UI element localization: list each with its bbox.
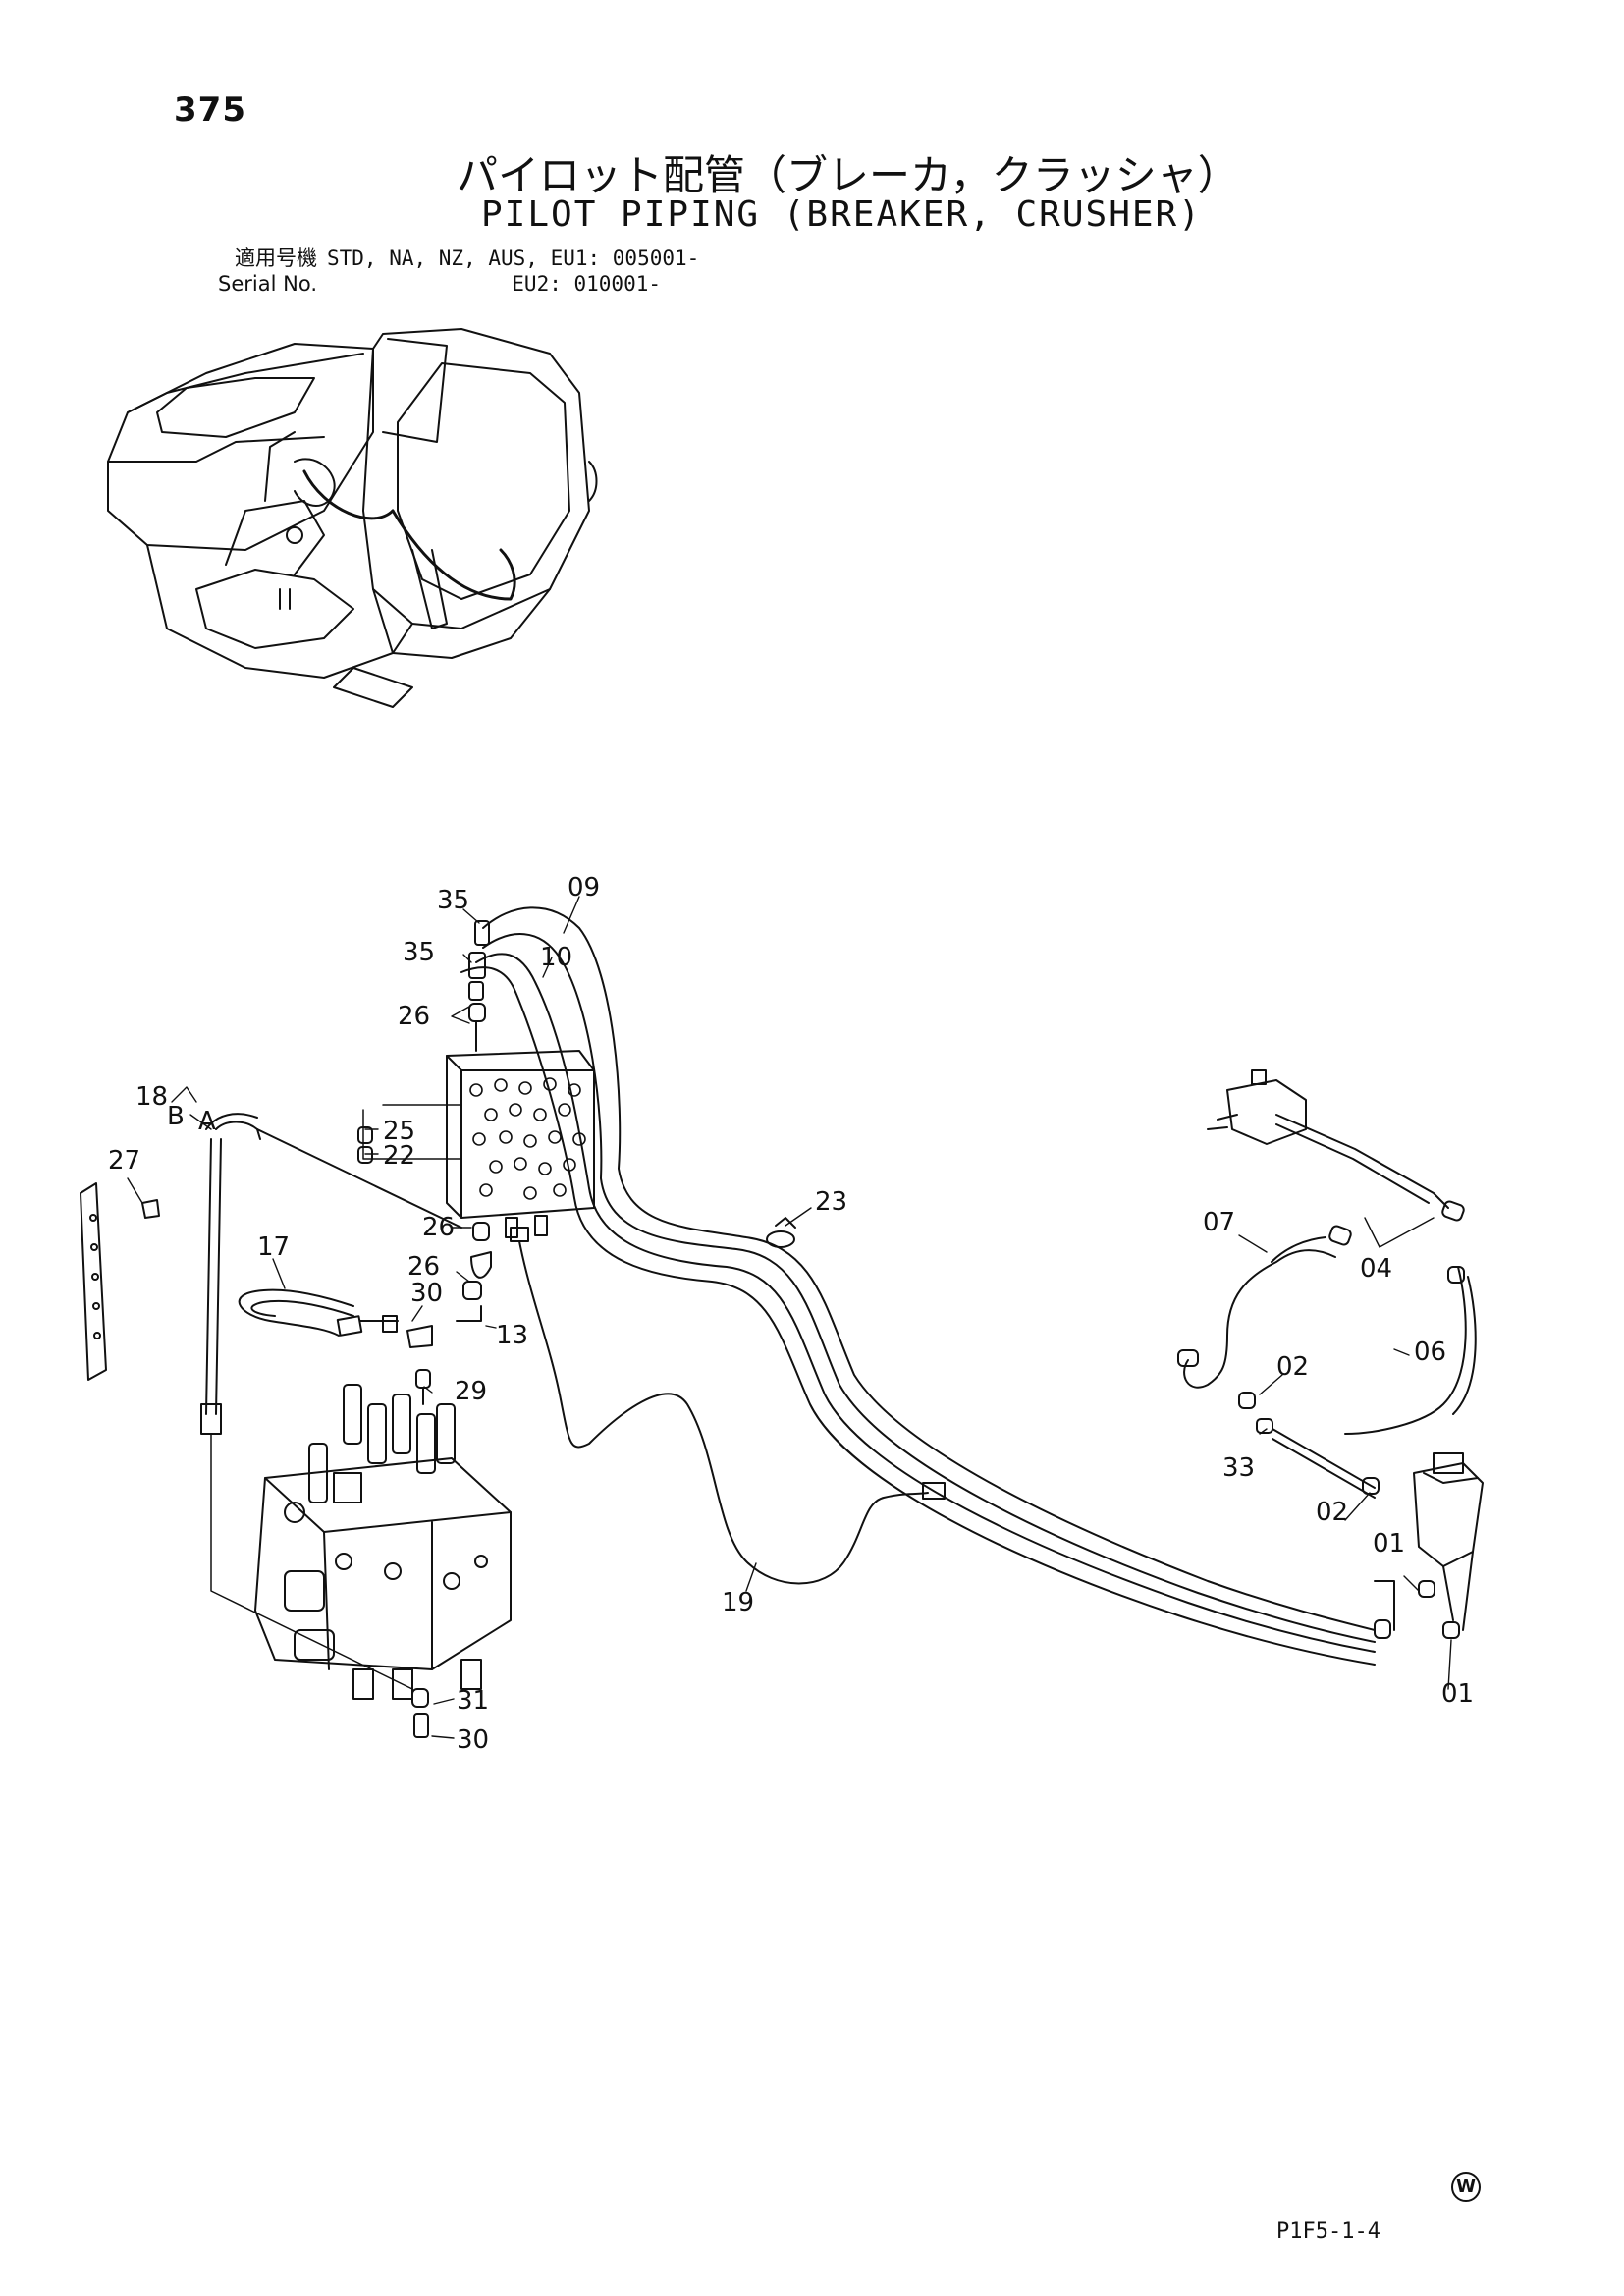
callout-25: 25 <box>383 1117 415 1146</box>
callout-09: 09 <box>568 873 600 902</box>
leader-lines <box>127 896 1452 1739</box>
callout-B: B <box>167 1102 185 1131</box>
serial-applicability-block: 適用号機 STD, NA, NZ, AUS, EU1: 005001- Seria… <box>175 246 700 297</box>
document-code: P1F5-1-4 <box>1276 2219 1380 2244</box>
serial-range-1: STD, NA, NZ, AUS, EU1: 005001- <box>327 246 700 270</box>
callout-23: 23 <box>815 1187 847 1217</box>
page-number: 375 <box>174 90 246 130</box>
callout-04: 04 <box>1360 1254 1392 1284</box>
callout-02-upper: 02 <box>1276 1352 1309 1382</box>
callout-29: 29 <box>455 1377 487 1406</box>
callout-19: 19 <box>722 1588 754 1617</box>
callout-02-lower: 02 <box>1316 1498 1348 1527</box>
pilot-valve-block <box>446 1050 595 1238</box>
callout-07: 07 <box>1203 1208 1235 1237</box>
hose-18 <box>200 1113 462 1690</box>
callout-26-middle: 26 <box>422 1213 455 1242</box>
top-fitting-stack <box>468 920 490 1052</box>
callout-A: A <box>198 1107 216 1136</box>
callout-22: 22 <box>383 1141 415 1171</box>
callout-27: 27 <box>108 1146 140 1175</box>
control-valve <box>254 1384 512 1700</box>
callout-18: 18 <box>135 1082 168 1112</box>
electric-harness-19 <box>510 1227 946 1585</box>
callout-26-top: 26 <box>398 1002 430 1031</box>
callout-01-lower: 01 <box>1441 1679 1474 1709</box>
callout-10: 10 <box>540 943 572 972</box>
page-title-japanese: パイロット配管（ブレーカ，クラッシャ） <box>457 151 1239 199</box>
page-title-english: PILOT PIPING (BREAKER, CRUSHER) <box>481 194 1202 235</box>
serial-row-1: 適用号機 STD, NA, NZ, AUS, EU1: 005001- <box>175 246 700 271</box>
excavator-overview-illustration <box>107 328 598 708</box>
hose-07 <box>1183 1249 1336 1389</box>
callout-26-lower: 26 <box>407 1252 440 1282</box>
callout-35-upper: 35 <box>437 886 469 915</box>
w-mark-symbol: W <box>1451 2172 1481 2202</box>
callout-35-lower: 35 <box>403 938 435 967</box>
right-lower-valve <box>1413 1452 1484 1631</box>
callout-30-upper: 30 <box>410 1279 443 1308</box>
serial-label-japanese: 適用号機 <box>235 246 317 270</box>
serial-row-2: Serial No. EU2: 010001- <box>175 271 661 297</box>
callout-01-upper: 01 <box>1373 1529 1405 1558</box>
hoses-09-10 <box>460 906 1376 1666</box>
callout-33: 33 <box>1222 1453 1255 1483</box>
callout-labels: 35 09 35 10 26 18 A B 27 25 22 26 17 26 … <box>108 873 1474 1755</box>
callout-13: 13 <box>496 1321 528 1350</box>
serial-range-2: EU2: 010001- <box>512 272 661 296</box>
callout-31: 31 <box>457 1686 489 1716</box>
callout-06: 06 <box>1414 1338 1446 1367</box>
callout-17: 17 <box>257 1232 290 1262</box>
hose-17 <box>238 1288 399 1337</box>
callout-30-lower: 30 <box>457 1725 489 1755</box>
serial-label-english: Serial No. <box>218 272 317 296</box>
hose-06 <box>1344 1266 1467 1435</box>
bracket-27 <box>80 1182 160 1381</box>
right-upper-valve <box>1207 1069 1449 1209</box>
